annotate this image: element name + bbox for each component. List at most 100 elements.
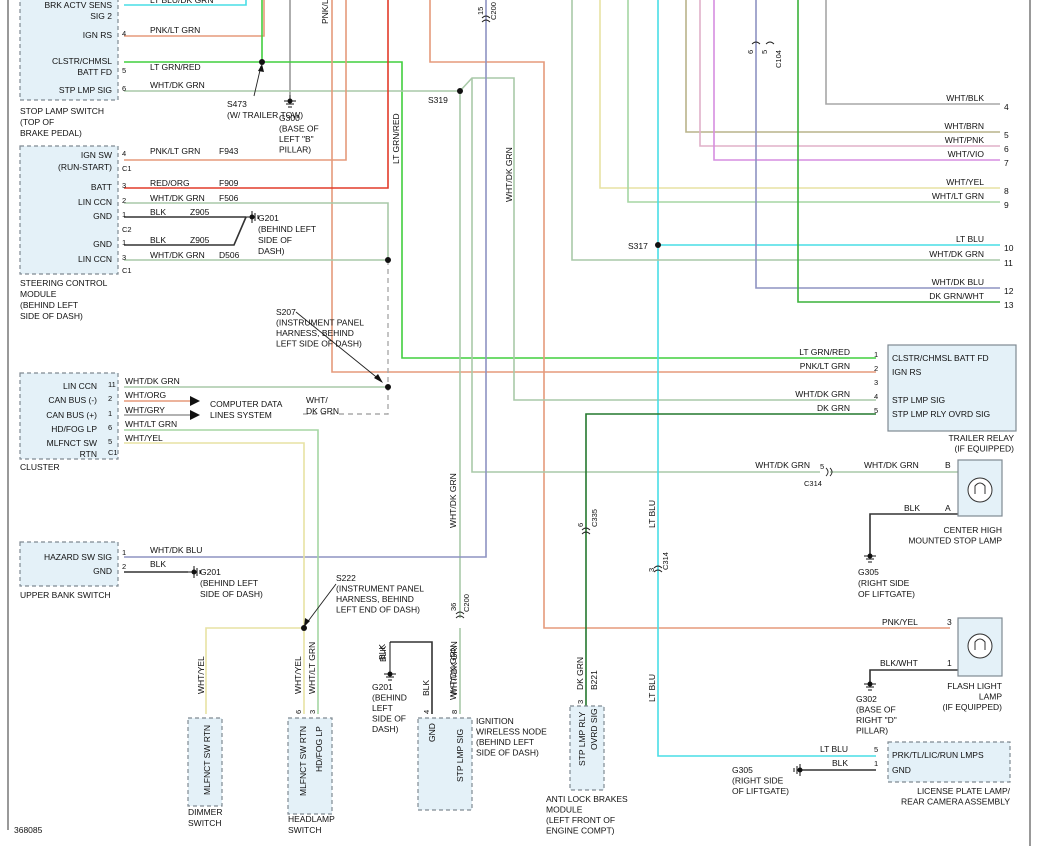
g201-c-label-3: SIDE OF	[372, 714, 406, 724]
wire-flash-gnd	[869, 669, 958, 684]
tr-wire-3: WHT/DK GRN	[795, 389, 850, 399]
cl-wire-1: WHT/ORG	[125, 390, 166, 400]
g201-c-label-2: LEFT	[372, 703, 393, 713]
scm-circuit-4: Z905	[190, 207, 210, 217]
g300-label-2: LEFT "B"	[279, 134, 314, 144]
c200-top-pin: 15	[476, 7, 485, 15]
hl-pin-0: MLFNCT SW RTN	[298, 726, 308, 796]
chmsl-wire-in2: WHT/DK GRN	[864, 460, 919, 470]
rt-num-7: 11	[1004, 258, 1013, 268]
hl-wire-0: WHT/YEL	[293, 656, 303, 694]
g305-a-label-1: (RIGHT SIDE	[858, 578, 910, 588]
s207-label-0: S207	[276, 307, 296, 317]
node-label-2: (BEHIND LEFT	[476, 737, 534, 747]
wire-wht-vio	[713, 0, 1000, 161]
scm-label-2: (BEHIND LEFT	[20, 300, 78, 310]
abs-label-3: ENGINE COMPT)	[546, 826, 615, 836]
cl-pin-name-2: CAN BUS (+)	[46, 410, 97, 420]
s222-label-1: (INSTRUMENT PANEL	[336, 584, 424, 594]
ubs-pin-num-0: 1	[122, 548, 126, 557]
c314-a-name: C314	[661, 552, 670, 570]
abs-num: 3	[576, 700, 585, 704]
sls-wire-2: PNK/LT GRN	[150, 25, 200, 35]
abs-label-2: (LEFT FRONT OF	[546, 815, 615, 825]
cl-pin-name-0: LIN CCN	[63, 381, 97, 391]
g302-label-1: (BASE OF	[856, 705, 896, 715]
vw-blk-node: BLK	[378, 646, 388, 662]
sls-pin-name-2: IGN RS	[83, 30, 113, 40]
sls-wire-4: LT GRN/RED	[150, 62, 201, 72]
wire-wht-pnk	[699, 0, 1000, 147]
headlamp-switch-box	[287, 717, 333, 815]
sls-pin-name-3: CLSTR/CHMSL	[52, 56, 112, 66]
hl-pin-1: HD/FOG LP	[314, 726, 324, 772]
node-num-0: 4	[422, 710, 431, 714]
tr-num-0: 1	[874, 350, 878, 359]
sls-label-0: STOP LAMP SWITCH	[20, 106, 104, 116]
cl-data-system-0: COMPUTER DATA	[210, 399, 283, 409]
splice-lin-1	[385, 257, 391, 263]
node-wire-1: WHT/DK GRN	[449, 641, 459, 696]
cl-wire-3: WHT/LT GRN	[125, 419, 177, 429]
s319-label: S319	[428, 95, 448, 105]
connector-marks	[190, 15, 833, 627]
tr-num-2: 3	[874, 378, 878, 387]
figure-id: 368085	[14, 825, 43, 835]
lic-wire-1: BLK	[832, 758, 848, 768]
rt-num-6: 10	[1004, 243, 1014, 253]
chmsl-bulb	[967, 477, 993, 503]
g305-b-label-2: OF LIFTGATE)	[732, 786, 789, 796]
scm-circuit-0: F943	[219, 146, 239, 156]
flash-wire: PNK/YEL	[882, 617, 918, 627]
c104-mark	[751, 41, 775, 45]
tr-pin-0: CLSTR/CHMSL BATT FD	[892, 353, 989, 363]
wire-dk-grn-abs	[585, 413, 876, 706]
vw-top-pnk: PNK/LT GRN	[320, 0, 330, 24]
c200-top-name: C200	[489, 2, 498, 20]
scm-pin-name-1: (RUN-START)	[58, 162, 112, 172]
g305-b-symbol	[793, 764, 803, 776]
node-wire-0: BLK	[421, 680, 431, 696]
sls-wire-5: WHT/DK GRN	[150, 80, 205, 90]
node-num-1: 8	[450, 710, 459, 714]
rt-wire-0: WHT/BLK	[946, 93, 984, 103]
wire-lin-ccn-1	[124, 202, 389, 260]
sls-label-2: BRAKE PEDAL)	[20, 128, 82, 138]
g201-b-label-1: (BEHIND LEFT	[200, 578, 258, 588]
sls-pin-name-0: BRK ACTV SENS	[44, 0, 112, 10]
dim-label-0: DIMMER	[188, 807, 222, 817]
scm-pin-num-4: 1	[122, 210, 126, 219]
splice-s317	[655, 242, 661, 248]
trailer-relay-box	[887, 344, 1017, 432]
flash-bulb	[967, 633, 993, 659]
abs-wire: DK GRN	[575, 657, 585, 690]
hl-wire-1: WHT/LT GRN	[307, 642, 317, 694]
scm-circuit-2: F909	[219, 178, 239, 188]
cl-pin-num-2: 1	[108, 409, 112, 418]
g300-symbol	[284, 95, 296, 108]
s207-label-3: LEFT SIDE OF DASH)	[276, 339, 362, 349]
c104-name: C104	[774, 50, 783, 68]
node-label-0: IGNITION	[476, 716, 514, 726]
can-pos-arrow	[190, 410, 200, 420]
lic-label-0: LICENSE PLATE LAMP/	[917, 786, 1011, 796]
cl-pin-name-1: CAN BUS (-)	[48, 395, 97, 405]
stop-lamp-switch-box	[19, 0, 119, 101]
abs-label-0: ANTI LOCK BRAKES	[546, 794, 628, 804]
ignition-node-box	[417, 717, 473, 811]
g201-b-label-2: SIDE OF DASH)	[200, 589, 263, 599]
rt-num-5: 9	[1004, 200, 1009, 210]
splice-s473	[259, 59, 265, 65]
ground-symbols	[188, 95, 876, 776]
scm-pin-num-3: 2	[122, 196, 126, 205]
hl-num-1: 3	[308, 710, 317, 714]
scm-pin-num-8: C1	[122, 266, 132, 275]
ubs-pin-name-0: HAZARD SW SIG	[44, 552, 112, 562]
ubs-wire-1: BLK	[150, 559, 166, 569]
scm-wire-0: PNK/LT GRN	[150, 146, 200, 156]
c335-mark	[581, 527, 591, 535]
cl-pin-num-0: 11	[108, 380, 116, 389]
s317-label: S317	[628, 241, 648, 251]
rt-wire-3: WHT/VIO	[948, 149, 985, 159]
